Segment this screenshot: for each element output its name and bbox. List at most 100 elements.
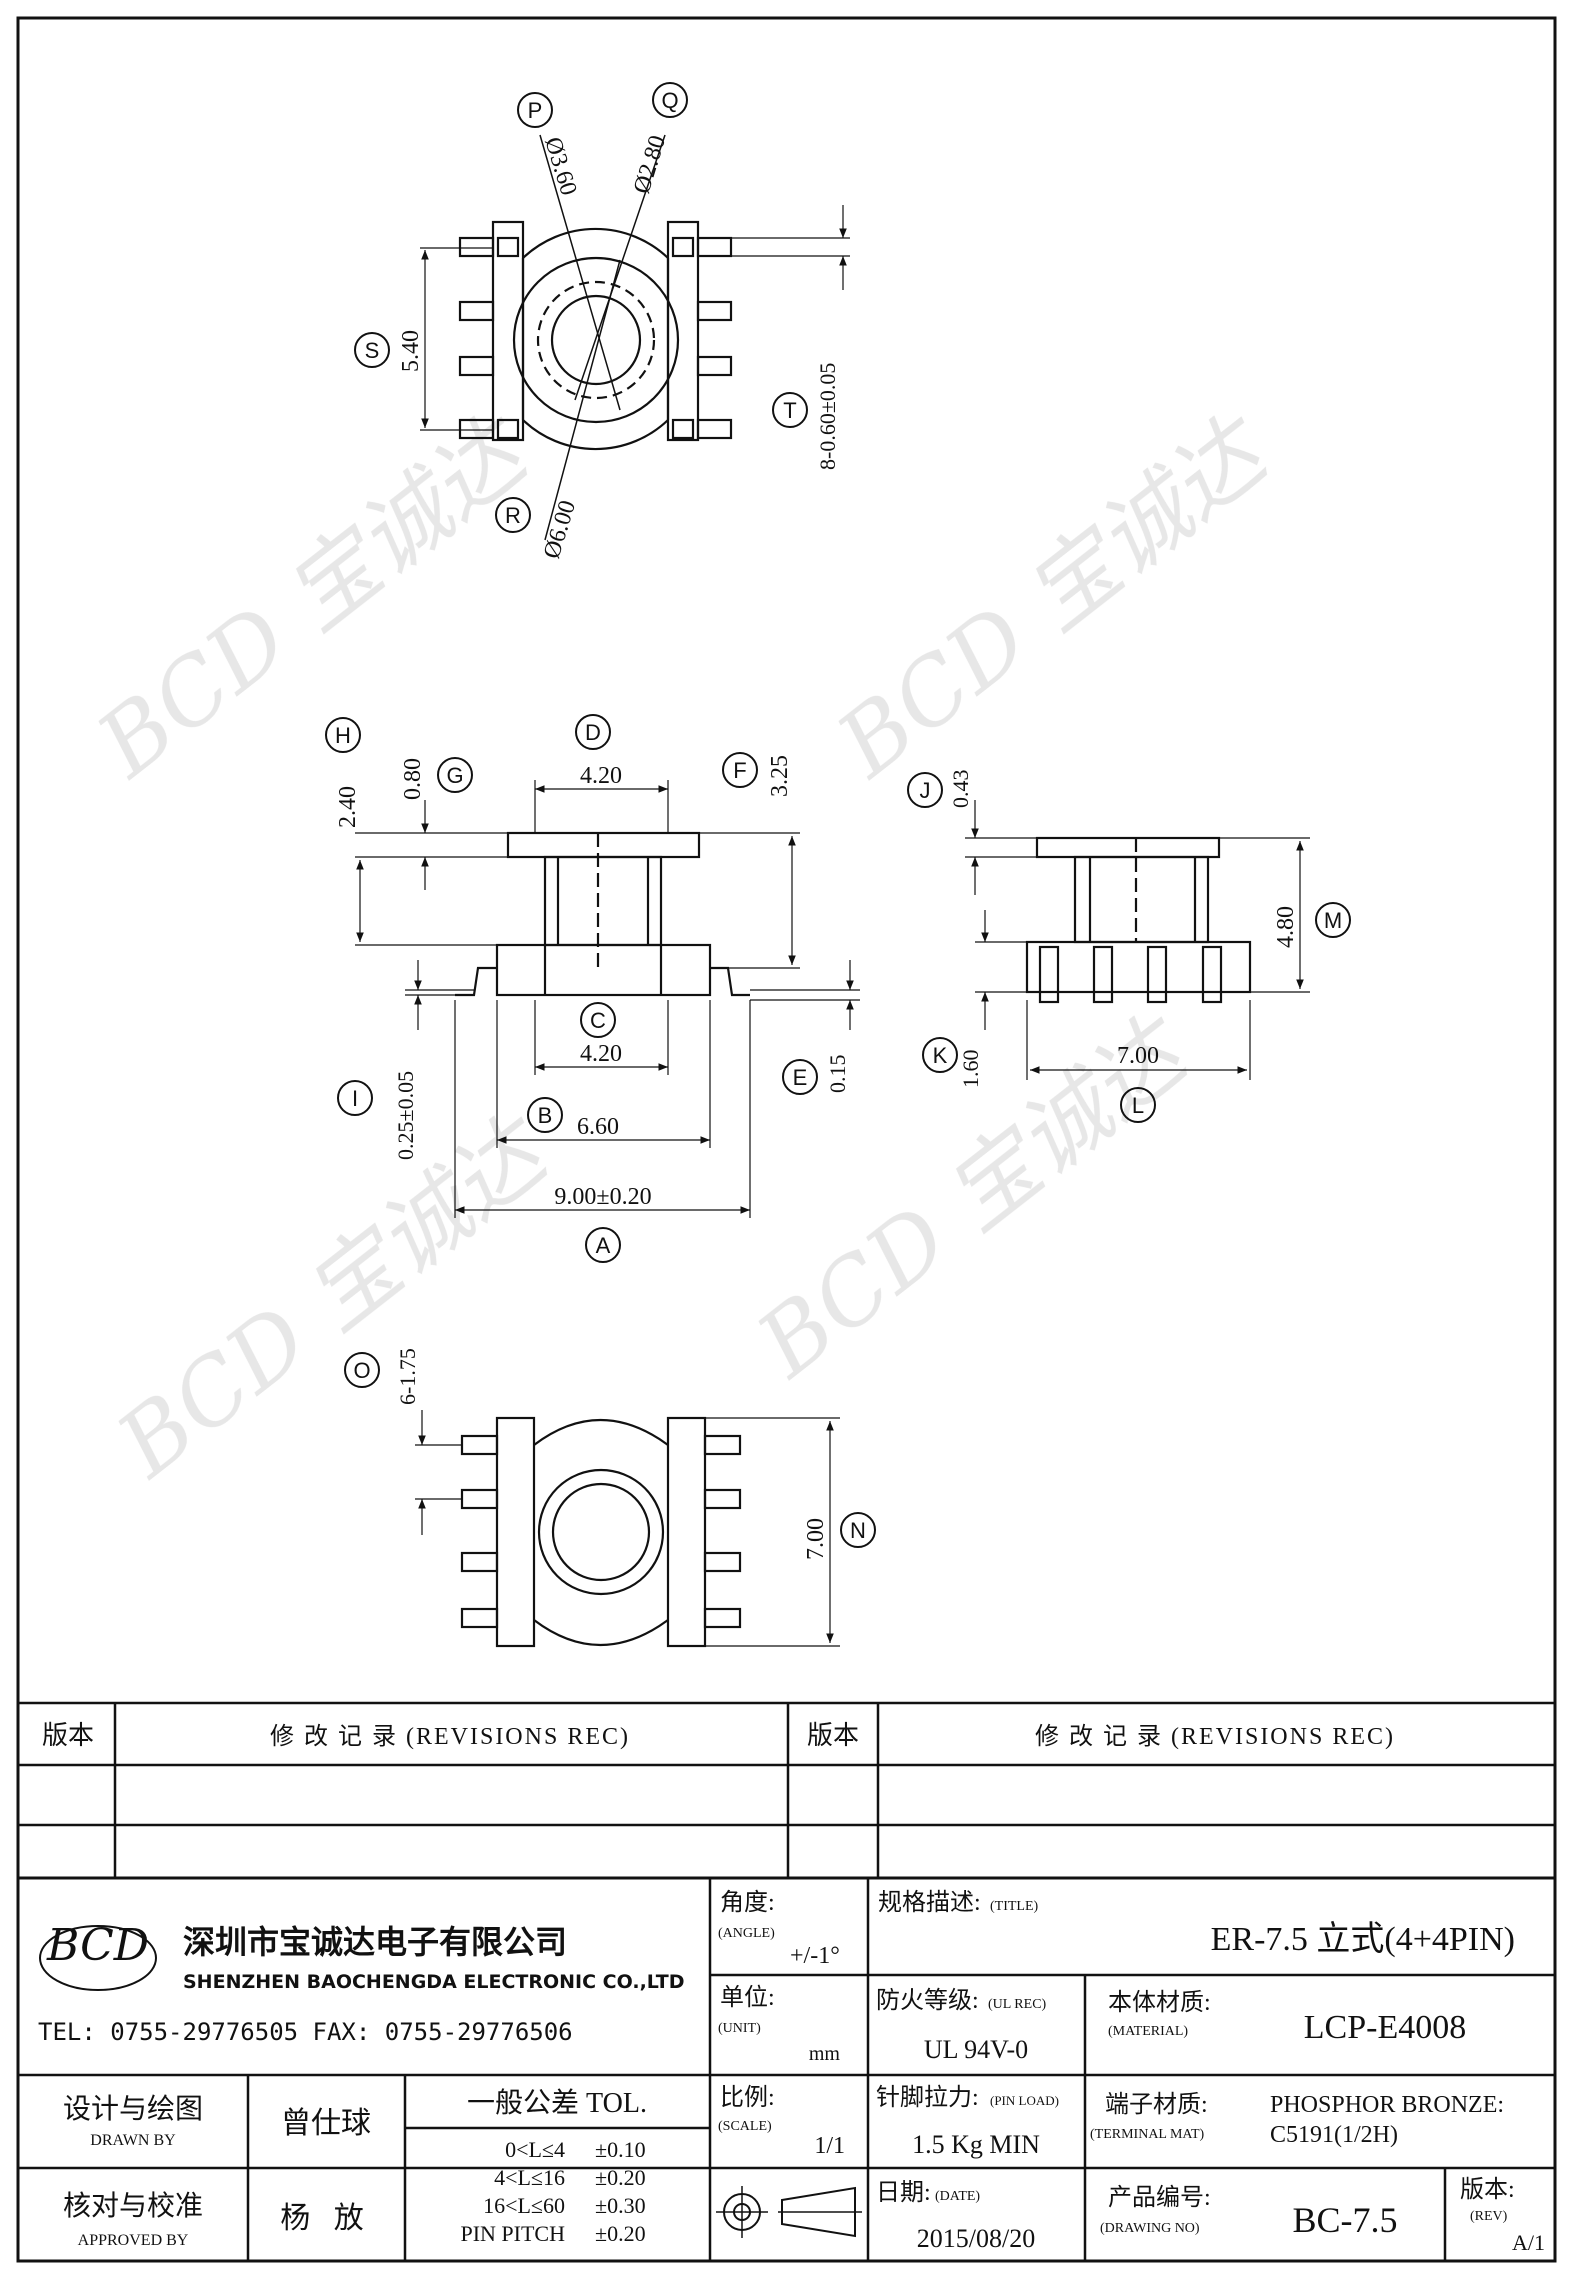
front-view [355, 780, 860, 1218]
approved-label: 核对与校准 [63, 2190, 203, 2222]
svg-text:T: T [783, 398, 796, 423]
dim-side-M: 4.80 [1273, 906, 1299, 948]
side-view [965, 800, 1310, 1080]
rev-label: 版本: [1460, 2176, 1515, 2203]
svg-text:S: S [365, 338, 380, 363]
front-core [543, 855, 663, 947]
callout-A: A [585, 1227, 621, 1263]
drawn-label: 设计与绘图 [63, 2093, 203, 2125]
bottom-right-flange [666, 1416, 707, 1648]
callout-R: R [495, 497, 531, 533]
dim-side-J: 0.43 [948, 770, 973, 809]
pinload-value: 1.5 Kg MIN [912, 2130, 1040, 2159]
tol-value-3: ±0.20 [595, 2221, 646, 2246]
watermark-1: BCD 宝诚达 [77, 396, 551, 799]
svg-text:H: H [335, 723, 351, 748]
rev-col-record: 修 改 记 录 (REVISIONS REC) [270, 1723, 630, 1750]
rev-value: A/1 [1512, 2230, 1545, 2255]
svg-text:E: E [793, 1065, 808, 1090]
tol-value-2: ±0.30 [595, 2193, 646, 2218]
pinload-label-en: (PIN LOAD) [990, 2093, 1059, 2108]
callout-B: B [527, 1097, 563, 1133]
approved-label-en: APPROVED BY [78, 2232, 189, 2249]
tol-rows: 0<L≤4 ±0.10 4<L≤16 ±0.20 16<L≤60 ±0.30 P… [460, 2137, 645, 2246]
angle-label: 角度: [720, 1889, 775, 1916]
top-outer-circle [512, 256, 680, 424]
date-value: 2015/08/20 [917, 2224, 1035, 2253]
dim-front-E: 0.15 [825, 1055, 850, 1094]
projection-symbol-icon [716, 2186, 862, 2238]
side-core [1073, 855, 1210, 944]
terminal-label-en: (TERMINAL MAT) [1090, 2127, 1205, 2142]
callout-S: S [354, 332, 390, 368]
callout-Q: Q [652, 82, 688, 118]
callout-I: I [337, 1080, 373, 1116]
rev-col-version-2: 版本 [807, 1721, 859, 1750]
title-label-en: (TITLE) [990, 1899, 1039, 1914]
angle-value: +/-1° [790, 1943, 840, 1969]
svg-text:D: D [585, 720, 601, 745]
ul-value: UL 94V-0 [924, 2035, 1028, 2064]
terminal-label: 端子材质: [1105, 2091, 1208, 2118]
svg-text:A: A [596, 1233, 611, 1258]
material-label: 本体材质: [1108, 1989, 1211, 2016]
unit-label: 单位: [720, 1984, 775, 2011]
rev-label-en: (REV) [1470, 2209, 1508, 2224]
ul-label: 防火等级: [876, 1987, 979, 2014]
bottom-left-flange [495, 1416, 536, 1648]
top-dashed-circle [536, 280, 656, 400]
svg-text:I: I [352, 1086, 358, 1111]
date-label-en: (DATE) [935, 2189, 980, 2204]
tol-range-0: 0<L≤4 [505, 2137, 565, 2162]
dim-front-F: 3.25 [767, 755, 793, 797]
company-name-en: SHENZHEN BAOCHENGDA ELECTRONIC CO.,LTD [183, 1971, 684, 1993]
dim-top-540: 5.40 [398, 330, 424, 372]
svg-text:K: K [933, 1043, 948, 1068]
dim-front-B: 6.60 [577, 1114, 619, 1140]
unit-label-en: (UNIT) [718, 2021, 761, 2036]
tol-range-3: PIN PITCH [460, 2221, 565, 2246]
drawing-label-en: (DRAWING NO) [1100, 2221, 1200, 2236]
side-top-flange [1035, 836, 1221, 859]
svg-text:J: J [920, 778, 931, 803]
tol-range-1: 4<L≤16 [494, 2165, 565, 2190]
svg-text:R: R [505, 503, 521, 528]
svg-text:P: P [528, 98, 543, 123]
dim-front-I: 0.25±0.05 [393, 1071, 418, 1160]
terminal-value-2: C5191(1/2H) [1270, 2122, 1398, 2148]
side-base [1025, 940, 1252, 994]
scale-label-en: (SCALE) [718, 2119, 772, 2134]
sheet-border [16, 16, 1557, 2263]
svg-text:L: L [1132, 1093, 1144, 1118]
front-top-flange [506, 831, 701, 859]
rev-col-record-2: 修 改 记 录 (REVISIONS REC) [1035, 1723, 1395, 1750]
front-base [495, 943, 712, 997]
unit-value: mm [809, 2043, 841, 2065]
svg-text:N: N [850, 1518, 866, 1543]
dim-side-L: 7.00 [1117, 1043, 1159, 1069]
dim-front-D: 4.20 [580, 763, 622, 789]
callout-O: O [344, 1352, 380, 1388]
company-logo: BCD [39, 1920, 157, 1991]
terminal-value-1: PHOSPHOR BRONZE: [1270, 2092, 1504, 2118]
dim-front-H: 2.40 [335, 786, 361, 828]
callouts: P Q S T R H G D F C I E B A J M K L O N [325, 82, 1351, 1548]
scale-value: 1/1 [814, 2133, 845, 2159]
revision-table [18, 1701, 1555, 1880]
callout-P: P [517, 92, 553, 128]
approved-value: 杨 放 [280, 2202, 372, 2235]
svg-text:F: F [733, 758, 746, 783]
dim-top-d280: Ø2.80 [629, 132, 671, 196]
company-name-cn: 深圳市宝诚达电子有限公司 [183, 1923, 567, 1961]
top-view [420, 134, 850, 541]
watermark-3: BCD 宝诚达 [97, 1096, 571, 1499]
callout-L: L [1120, 1087, 1156, 1123]
callout-E: E [782, 1059, 818, 1095]
dim-front-G: 0.80 [400, 758, 426, 800]
material-label-en: (MATERIAL) [1108, 2024, 1188, 2039]
svg-text:C: C [590, 1008, 606, 1033]
scale-label: 比例: [720, 2084, 775, 2111]
svg-text:Q: Q [661, 88, 678, 113]
callout-N: N [840, 1512, 876, 1548]
